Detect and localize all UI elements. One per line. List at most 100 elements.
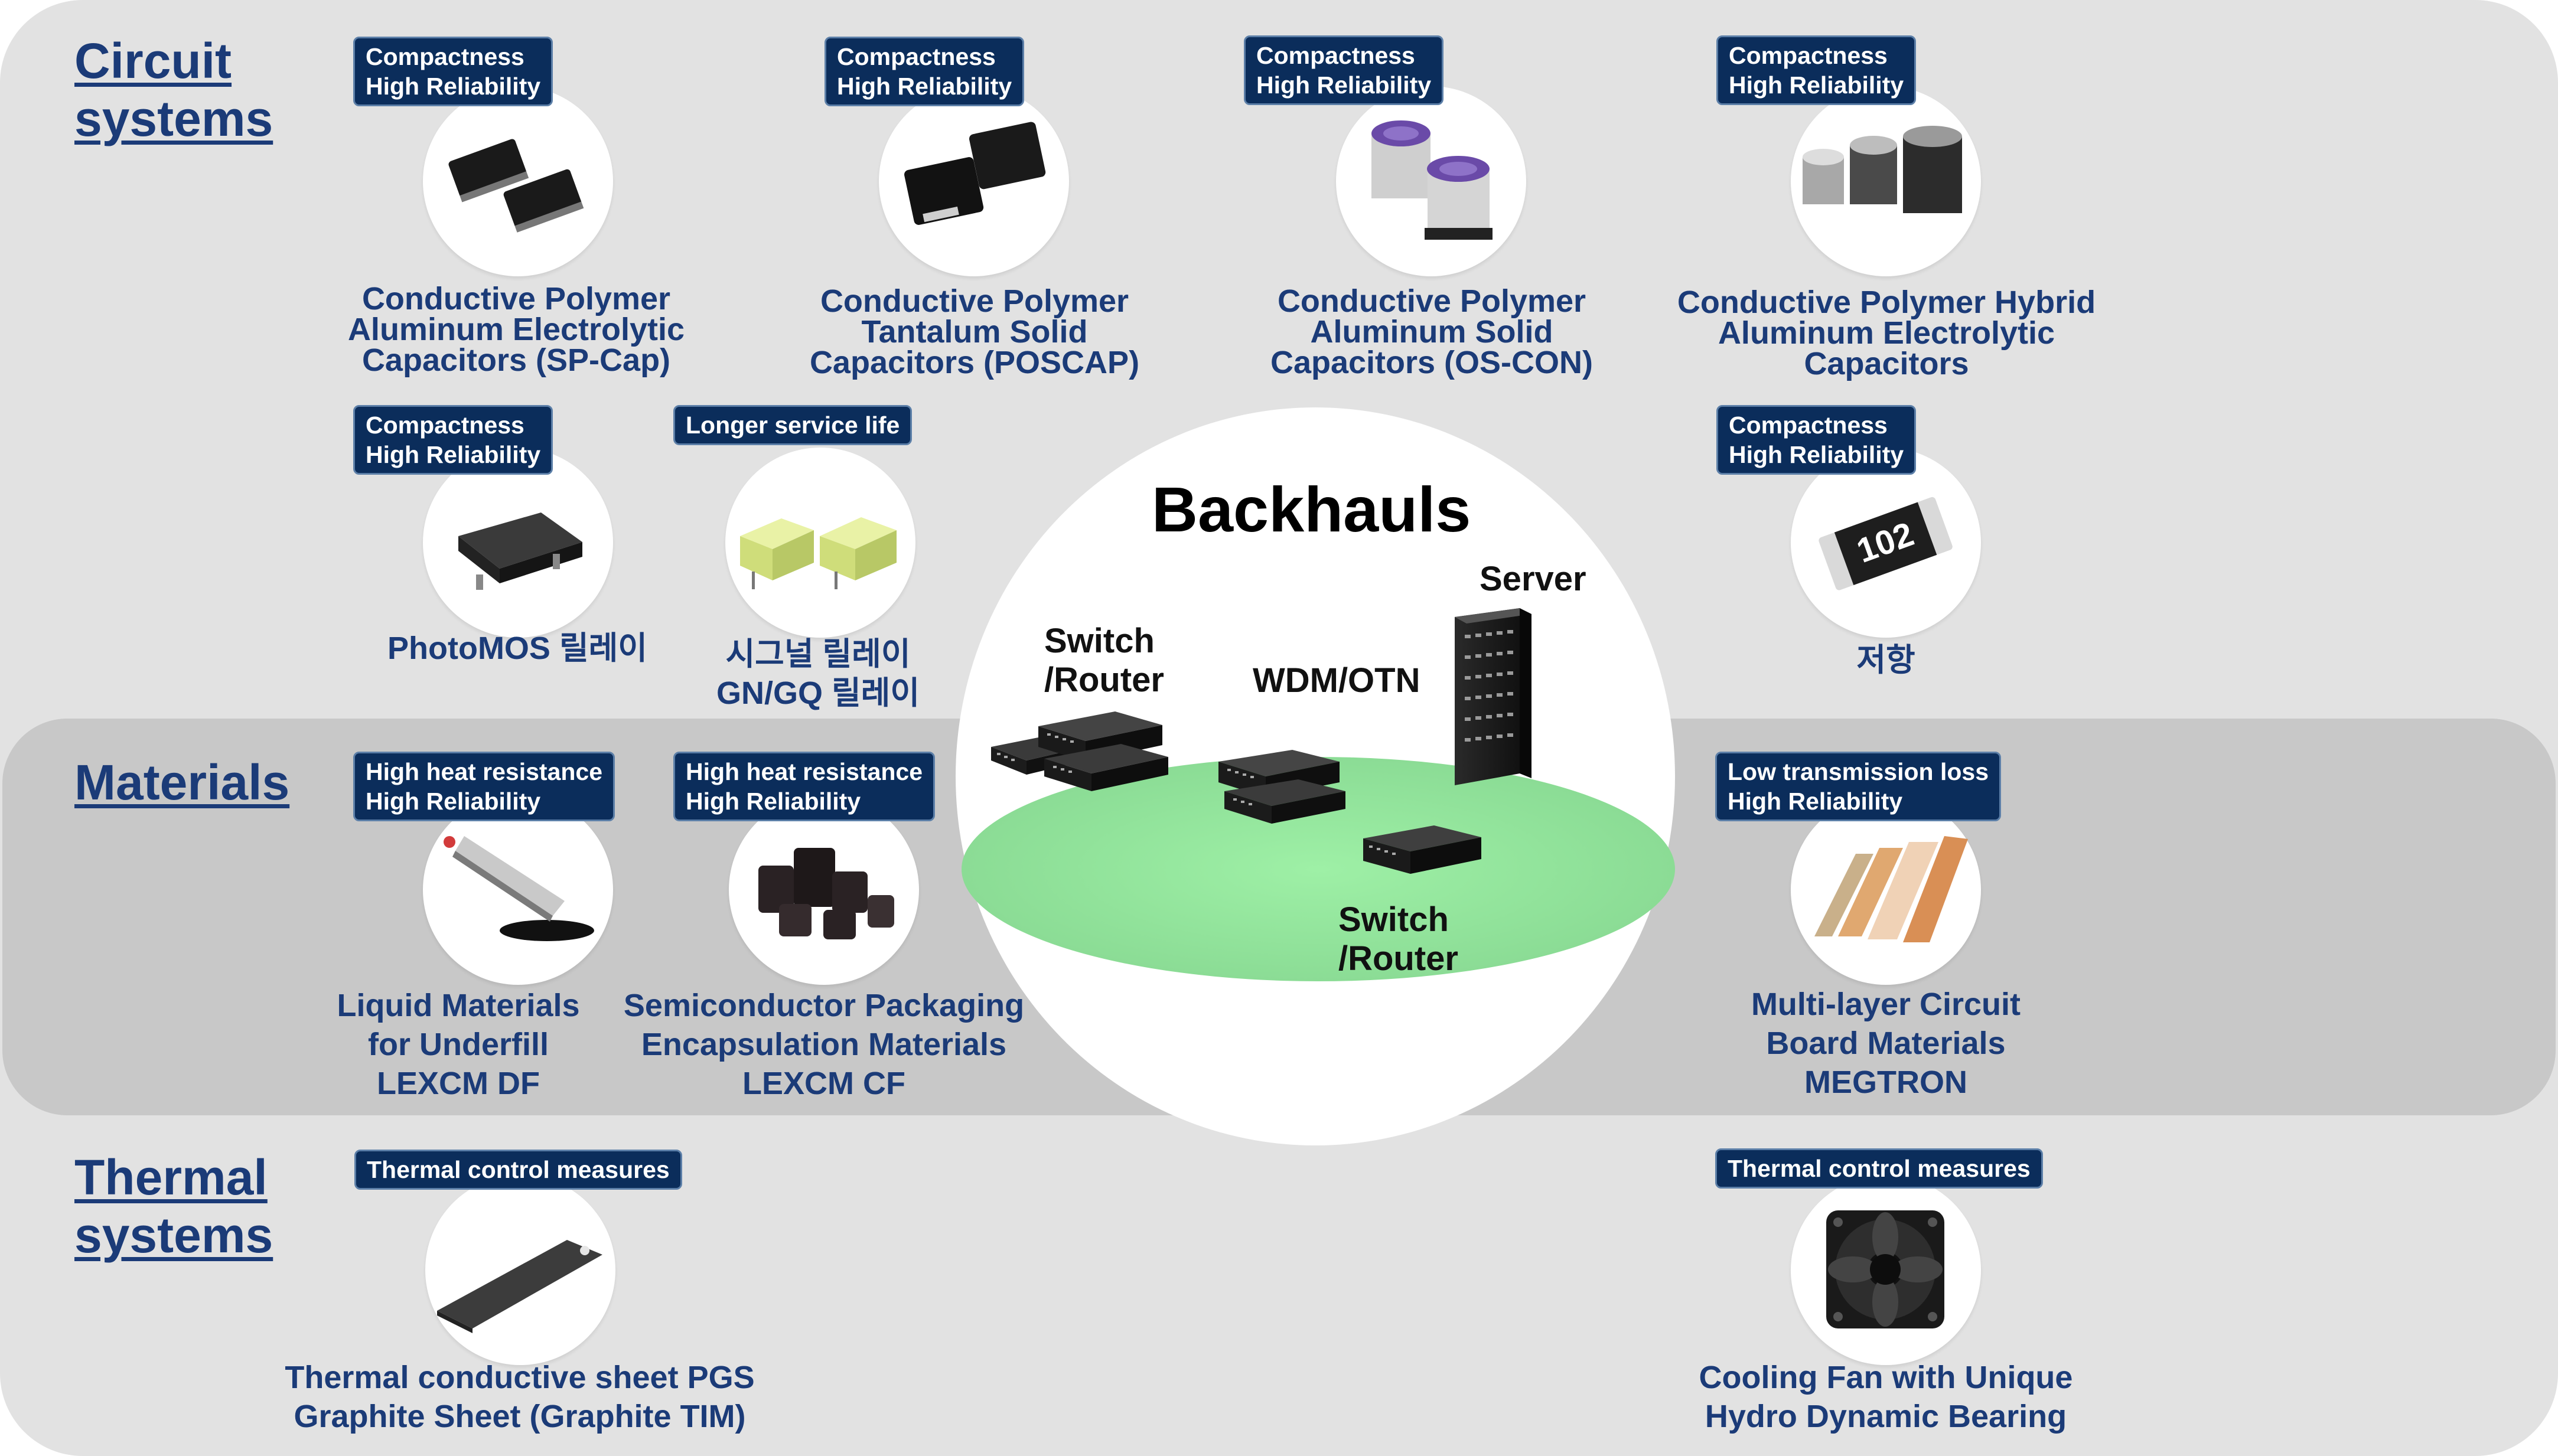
tag-line: High Reliability: [686, 788, 861, 815]
label-line: Multi-layer Circuit: [1751, 987, 2021, 1022]
lexcm-cf-image: [729, 795, 919, 985]
tag-line: Thermal control measures: [367, 1156, 670, 1183]
section-title-line: systems: [74, 91, 273, 146]
tag-line: High Reliability: [1729, 441, 1904, 468]
backhauls-title: Backhauls: [1152, 474, 1471, 545]
device-label-switch-router-left: Switch /Router: [1044, 622, 1164, 700]
tag-line: Longer service life: [686, 412, 900, 439]
lexcm-cf-label: Semiconductor Packaging Encapsulation Ma…: [617, 986, 1031, 1103]
sp-cap-label: Conductive Polymer Aluminum Electrolytic…: [339, 283, 693, 376]
resistor-image: 102: [1791, 448, 1981, 638]
label-line: Conductive Polymer: [1277, 283, 1586, 319]
pgs-label: Thermal conductive sheet PGS Graphite Sh…: [254, 1358, 786, 1436]
device-label-line: Switch: [1338, 900, 1449, 939]
label-line: MEGTRON: [1804, 1065, 1967, 1100]
signal-relay-image: [725, 448, 915, 638]
tag-line: High Reliability: [1729, 71, 1904, 99]
label-line: Aluminum Electrolytic: [1718, 315, 2055, 351]
tag-line: High Reliability: [1256, 71, 1432, 99]
tag-line: Compactness: [1729, 412, 1888, 439]
switch-router-bottom-icon: [1363, 825, 1481, 874]
fan-feature-tag: Thermal control measures: [1715, 1148, 2043, 1189]
label-line: PhotoMOS 릴레이: [387, 631, 647, 666]
section-title-line: Materials: [74, 755, 290, 810]
label-line: Encapsulation Materials: [641, 1027, 1007, 1062]
label-line: LEXCM DF: [377, 1066, 540, 1101]
label-line: Capacitors (OS-CON): [1270, 345, 1594, 380]
poscap-label: Conductive Polymer Tantalum Solid Capaci…: [797, 283, 1152, 380]
tag-line: High heat resistance: [686, 758, 923, 785]
tag-line: Compactness: [1256, 42, 1415, 69]
device-label-line: Server: [1480, 560, 1586, 598]
megtron-label: Multi-layer Circuit Board Materials MEGT…: [1709, 985, 2063, 1102]
section-title-line: Thermal: [74, 1150, 268, 1205]
floor-ellipse: [962, 757, 1675, 981]
lexcm-df-label: Liquid Materials for Underfill LEXCM DF: [281, 986, 636, 1103]
section-title-circuit-systems: Circuit systems: [74, 32, 273, 148]
tag-line: Low transmission loss: [1728, 758, 1989, 785]
tag-line: Compactness: [366, 412, 524, 439]
signal-relay-icon: [740, 517, 897, 589]
label-line: Capacitors: [1804, 346, 1969, 381]
os-con-capacitor-icon: [1371, 120, 1493, 240]
resistor-label: 저항: [1709, 644, 2063, 676]
tag-line: Compactness: [1729, 42, 1888, 69]
tag-line: Compactness: [366, 43, 524, 70]
photomos-relay-icon: [458, 512, 582, 590]
hybrid-capacitor-image: [1791, 86, 1981, 276]
section-title-line: systems: [74, 1207, 273, 1263]
os-con-label: Conductive Polymer Aluminum Solid Capaci…: [1254, 283, 1609, 380]
label-line: Graphite Sheet (Graphite TIM): [294, 1399, 746, 1434]
device-label-line: Switch: [1044, 622, 1155, 660]
pgs-feature-tag: Thermal control measures: [354, 1150, 682, 1190]
fan-label: Cooling Fan with Unique Hydro Dynamic Be…: [1620, 1358, 2152, 1436]
label-line: Cooling Fan with Unique: [1699, 1360, 2073, 1395]
label-line: Semiconductor Packaging: [623, 988, 1025, 1023]
label-line: LEXCM CF: [742, 1066, 905, 1101]
signal-relay-label: 시그널 릴레이 GN/GQ 릴레이: [641, 635, 995, 713]
device-label-line: /Router: [1044, 661, 1164, 699]
section-title-thermal-systems: Thermal systems: [74, 1148, 273, 1264]
label-line: Liquid Materials: [337, 988, 580, 1023]
tag-line: Thermal control measures: [1728, 1155, 2031, 1182]
label-line: Thermal conductive sheet PGS: [285, 1360, 755, 1395]
cooling-fan-icon: [1826, 1210, 1944, 1328]
section-title-line: Circuit: [74, 33, 232, 89]
device-label-line: /Router: [1338, 939, 1458, 978]
pgs-sheet-image: [425, 1175, 615, 1365]
label-line: Conductive Polymer: [820, 283, 1129, 319]
label-line: Conductive Polymer: [361, 281, 671, 316]
label-line: 시그널 릴레이: [725, 636, 911, 672]
photomos-image: [423, 448, 613, 638]
pgs-graphite-sheet-icon: [437, 1240, 602, 1333]
label-line: Aluminum Electrolytic: [347, 312, 685, 347]
tag-line: Compactness: [837, 43, 996, 70]
tag-line: High Reliability: [366, 788, 541, 815]
section-title-materials: Materials: [74, 753, 289, 811]
device-label-switch-router-bottom: Switch /Router: [1338, 900, 1458, 978]
hybrid-label: Conductive Polymer Hybrid Aluminum Elect…: [1644, 285, 2129, 381]
server-rack-icon: [1455, 608, 1531, 785]
resistor-chip-icon: 102: [1819, 497, 1953, 590]
resistor-feature-tag: Compactness High Reliability: [1716, 405, 1917, 475]
label-line: Capacitors (POSCAP): [809, 345, 1140, 380]
lexcm-cf-material-icon: [758, 848, 894, 939]
lexcm-df-feature-tag: High heat resistance High Reliability: [353, 752, 615, 821]
label-line: for Underfill: [368, 1027, 549, 1062]
tag-line: High Reliability: [366, 441, 541, 468]
hybrid-feature-tag: Compactness High Reliability: [1716, 35, 1917, 105]
device-label-line: WDM/OTN: [1253, 661, 1420, 700]
sp-cap-capacitor-icon: [448, 139, 584, 233]
backhauls-network-illustration: [962, 608, 1675, 981]
sp-cap-feature-tag: Compactness High Reliability: [353, 37, 553, 106]
label-line: Capacitors (SP-Cap): [361, 342, 671, 378]
center-switch-stack-icon: [1218, 750, 1345, 824]
label-line: Aluminum Solid: [1310, 314, 1553, 350]
label-line: Conductive Polymer Hybrid: [1677, 285, 2096, 320]
sp-cap-image: [423, 86, 613, 276]
lexcm-df-material-icon: [444, 836, 594, 941]
label-line: GN/GQ 릴레이: [716, 675, 920, 711]
wdm-otn-icon: [1038, 711, 1168, 791]
megtron-feature-tag: Low transmission loss High Reliability: [1715, 752, 2001, 821]
os-con-feature-tag: Compactness High Reliability: [1244, 35, 1444, 105]
